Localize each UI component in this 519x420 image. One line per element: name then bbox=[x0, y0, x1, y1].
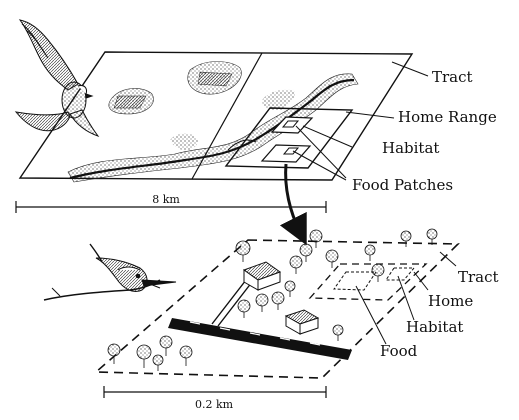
home-range-dashed bbox=[308, 263, 428, 301]
leader-lines-bottom bbox=[355, 251, 457, 345]
food-patch-2 bbox=[282, 147, 300, 155]
zoom-arrow bbox=[279, 163, 307, 246]
label-home-range-top: Home Range bbox=[398, 108, 497, 126]
habitat-patches bbox=[108, 61, 242, 150]
bird-on-branch-illustration bbox=[43, 243, 177, 301]
habitat-box-bottom bbox=[333, 271, 377, 291]
label-tract-top: Tract bbox=[432, 68, 473, 86]
food-box-bottom bbox=[385, 267, 416, 281]
riparian-band bbox=[67, 73, 359, 183]
scale-bar-bottom bbox=[103, 386, 327, 398]
house-1 bbox=[242, 261, 282, 291]
food-patch-1 bbox=[281, 120, 300, 128]
house-2 bbox=[284, 309, 320, 335]
label-food-patches-top: Food Patches bbox=[352, 176, 453, 194]
tract-outline bbox=[18, 51, 414, 181]
label-food-bottom: Food bbox=[380, 342, 418, 360]
label-habitat-bottom: Habitat bbox=[406, 318, 463, 336]
tract-map-bottom: Tract Home Habitat Food 0.2 km bbox=[93, 228, 499, 411]
home-range-outline bbox=[224, 107, 354, 169]
tract-outline-dashed bbox=[93, 239, 460, 379]
hawk-illustration bbox=[14, 19, 100, 137]
label-habitat-top: Habitat bbox=[382, 139, 439, 157]
trees bbox=[107, 228, 438, 371]
scale-label-bottom: 0.2 km bbox=[195, 398, 234, 411]
scale-bar-top bbox=[15, 201, 327, 213]
road bbox=[168, 279, 352, 360]
label-tract-bottom: Tract bbox=[458, 268, 499, 286]
scale-label-top: 8 km bbox=[152, 193, 180, 206]
tract-map-top: Tract Home Range Habitat Food Patches 8 … bbox=[15, 51, 497, 213]
leader-lines-top bbox=[292, 61, 429, 181]
river-line bbox=[69, 78, 355, 180]
label-home-bottom: Home bbox=[428, 292, 473, 310]
